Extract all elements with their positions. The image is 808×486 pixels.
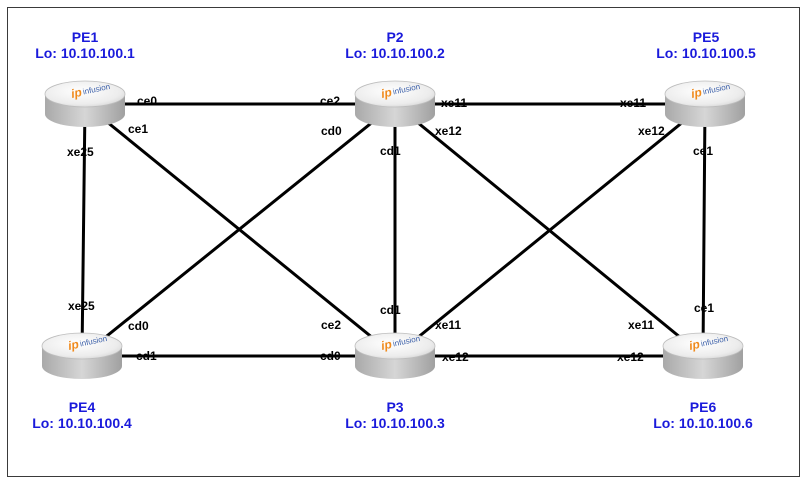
p2-loopback: Lo: 10.10.100.2 — [345, 45, 445, 61]
port-pe4-cd1: cd1 — [136, 349, 157, 363]
port-pe1-ce0: ce0 — [137, 94, 157, 108]
router-top — [664, 80, 746, 108]
port-pe5-ce1: ce1 — [693, 144, 713, 158]
logo-mark: ip — [70, 85, 83, 101]
port-p2-xe11: xe11 — [441, 96, 467, 110]
logo-mark: ip — [67, 337, 80, 353]
port-pe6-ce1: ce1 — [694, 301, 714, 315]
diagram-frame — [7, 7, 800, 477]
router-top — [41, 332, 123, 360]
pe6-loopback: Lo: 10.10.100.6 — [653, 415, 753, 431]
labels-layer: PE1 Lo: 10.10.100.1 P2 Lo: 10.10.100.2 P… — [32, 29, 756, 431]
pe1-loopback: Lo: 10.10.100.1 — [35, 45, 135, 61]
p2-name: P2 — [386, 29, 403, 45]
link-p2-pe4 — [80, 102, 397, 358]
port-pe4-xe25: xe25 — [68, 299, 95, 313]
port-pe1-ce1: ce1 — [128, 122, 148, 136]
logo-mark: ip — [380, 337, 393, 353]
logo-mark: ip — [688, 337, 701, 353]
port-p2-cd0: cd0 — [321, 124, 342, 138]
pe1-name: PE1 — [72, 29, 99, 45]
p3-name: P3 — [386, 399, 403, 415]
pe4-loopback: Lo: 10.10.100.4 — [32, 415, 132, 431]
port-pe1-xe25: xe25 — [67, 145, 94, 159]
port-pe5-xe11: xe11 — [620, 96, 646, 110]
router-top — [44, 80, 126, 108]
pe5-loopback: Lo: 10.10.100.5 — [656, 45, 756, 61]
pe5-name: PE5 — [693, 29, 720, 45]
port-p2-xe12: xe12 — [435, 124, 462, 138]
port-p2-cd1: cd1 — [380, 144, 401, 158]
port-p3-cd0: cd0 — [320, 349, 341, 363]
port-p3-ce2: ce2 — [321, 318, 341, 332]
port-pe6-xe12: xe12 — [617, 350, 644, 364]
link-pe5-p3 — [393, 102, 707, 358]
port-pe4-cd0: cd0 — [128, 319, 149, 333]
router-top — [662, 332, 744, 360]
logo-mark: ip — [380, 85, 393, 101]
port-p2-ce2: ce2 — [320, 94, 340, 108]
port-p3-xe12: xe12 — [442, 350, 469, 364]
pe4-name: PE4 — [69, 399, 96, 415]
port-p3-xe11: xe11 — [435, 318, 461, 332]
router-top — [354, 332, 436, 360]
links-layer — [80, 102, 707, 358]
link-pe1-pe4 — [80, 102, 87, 358]
port-pe6-xe11: xe11 — [628, 318, 654, 332]
router-top — [354, 80, 436, 108]
port-pe5-xe12: xe12 — [638, 124, 665, 138]
pe6-name: PE6 — [690, 399, 717, 415]
p3-loopback: Lo: 10.10.100.3 — [345, 415, 445, 431]
logo-mark: ip — [690, 85, 703, 101]
port-p3-cd1: cd1 — [380, 303, 401, 317]
link-pe5-pe6 — [701, 102, 707, 358]
